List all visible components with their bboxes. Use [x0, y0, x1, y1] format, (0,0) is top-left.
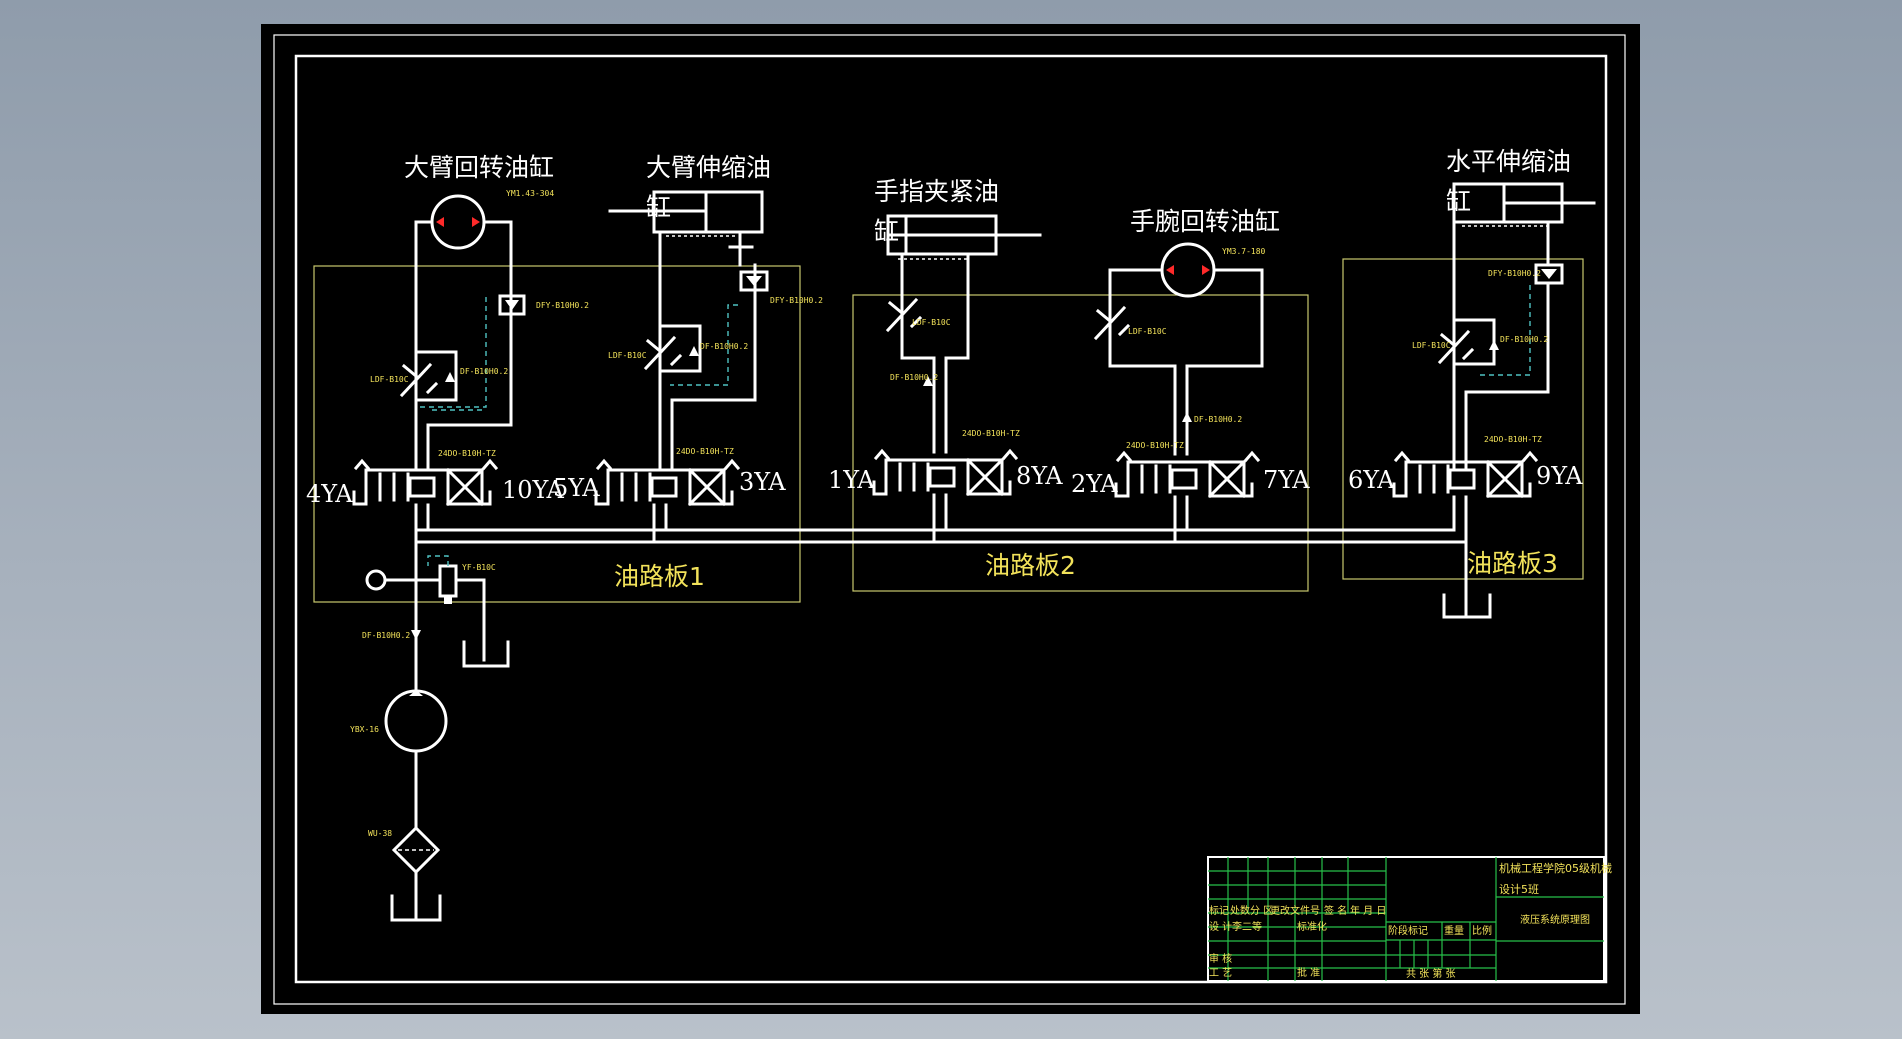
tb-standard: 标准化 — [1297, 920, 1327, 933]
oil-board-3-outline — [1342, 258, 1584, 580]
tb-designer: 李二等 — [1232, 920, 1262, 933]
unit-finger-clamp — [885, 214, 1042, 454]
oil-board-2-label: 油路板2 — [985, 551, 1076, 580]
solenoid-1ya: 1YA — [828, 466, 875, 494]
label-motor-1: YM1.43-304 — [506, 189, 554, 198]
label-df-3: DF-B10H0.2 — [1500, 335, 1548, 344]
oil-board-1-outline — [313, 265, 801, 603]
label-valve-3: 24DO-B10H-TZ — [962, 429, 1020, 438]
title-block — [1207, 856, 1605, 982]
oil-board-3-label: 油路板3 — [1467, 549, 1558, 578]
label-df-2: DF-B10H0.2 — [700, 342, 748, 351]
title-arm-extend-1: 大臂伸缩油 — [646, 153, 771, 182]
directional-valve-3 — [872, 448, 1019, 497]
tb-scale: 比例 — [1472, 924, 1492, 937]
solenoid-6ya: 6YA — [1348, 466, 1395, 494]
tb-stage-mark: 阶段标记 — [1388, 924, 1428, 937]
title-finger-clamp-1: 手指夹紧油 — [874, 177, 999, 206]
label-ldf-5: LDF-B10C — [1412, 341, 1451, 350]
inner-frame — [294, 54, 1608, 984]
label-ldf-3: LDF-B10C — [912, 318, 951, 327]
label-valve-2: 24DO-B10H-TZ — [676, 447, 734, 456]
label-valve-1: 24DO-B10H-TZ — [438, 449, 496, 458]
title-arm-rotate: 大臂回转油缸 — [404, 153, 554, 182]
title-horiz-extend-1: 水平伸缩油 — [1446, 147, 1571, 176]
tb-approve: 批 准 — [1297, 966, 1320, 979]
oil-board-2-outline — [852, 294, 1309, 592]
directional-valve-4 — [1114, 450, 1261, 499]
label-filter: WU-38 — [368, 829, 392, 838]
tb-sheets: 共 张 第 张 — [1406, 967, 1456, 980]
tb-review: 审 核 — [1209, 952, 1232, 965]
unit-wrist-rotate — [1093, 242, 1264, 456]
drawing-sheet — [261, 24, 1640, 1014]
label-motor-2: YM3.7-180 — [1222, 247, 1266, 256]
label-dfy-2: DFY-B10H0.2 — [770, 296, 823, 305]
title-wrist-rotate: 手腕回转油缸 — [1130, 207, 1280, 236]
label-df-5: DF-B10H0.2 — [1194, 415, 1242, 424]
tb-design: 设 计 — [1209, 920, 1232, 933]
label-df-1: DF-B10H0.2 — [460, 367, 508, 376]
tb-h-nianyueri: 年 月 日 — [1350, 904, 1386, 917]
directional-valve-5 — [1392, 450, 1539, 499]
pump-group — [384, 630, 448, 922]
unit-arm-rotate — [399, 194, 526, 472]
tb-process: 工 艺 — [1209, 967, 1232, 979]
title-finger-clamp-2: 缸 — [874, 217, 899, 246]
label-valve-5: 24DO-B10H-TZ — [1484, 435, 1542, 444]
solenoid-4ya: 4YA — [306, 480, 353, 508]
label-ldf-2: LDF-B10C — [608, 351, 647, 360]
solenoid-10ya: 10YA — [502, 476, 565, 504]
tb-h-fenqu: 分 区 — [1250, 905, 1273, 917]
directional-valve-2 — [594, 458, 741, 507]
solenoid-5ya: 5YA — [553, 474, 600, 502]
label-pump: YBX-16 — [350, 725, 379, 734]
label-dfy-3: DFY-B10H0.2 — [1488, 269, 1541, 278]
oil-board-1-label: 油路板1 — [614, 562, 705, 591]
tb-h-qianming: 签 名 — [1324, 904, 1347, 917]
tb-h-gaiwen: 更改文件号 — [1270, 904, 1320, 917]
directional-valve-1 — [352, 458, 499, 507]
tb-h-biaoji: 标记 — [1209, 905, 1229, 917]
solenoid-2ya: 2YA — [1071, 470, 1118, 498]
label-df-6: DF-B10H0.2 — [362, 631, 410, 640]
tb-school-line2: 设计5班 — [1499, 883, 1539, 896]
solenoid-7ya: 7YA — [1263, 466, 1310, 494]
solenoid-9ya: 9YA — [1536, 462, 1583, 490]
title-horiz-extend-2: 缸 — [1446, 187, 1471, 216]
unit-arm-extend — [608, 190, 769, 472]
label-relief-valve: YF-B10C — [462, 563, 496, 572]
tb-weight: 重量 — [1444, 924, 1464, 937]
tank-right — [1442, 593, 1492, 619]
label-valve-4: 24DO-B10H-TZ — [1126, 441, 1184, 450]
tb-school-line1: 机械工程学院05级机械 — [1499, 861, 1612, 875]
label-ldf-4: LDF-B10C — [1128, 327, 1167, 336]
title-arm-extend-2: 缸 — [646, 193, 671, 222]
solenoid-3ya: 3YA — [739, 468, 786, 496]
solenoid-8ya: 8YA — [1016, 462, 1063, 490]
tb-drawing-name: 液压系统原理图 — [1520, 913, 1590, 926]
outer-frame — [273, 34, 1626, 1005]
tb-h-chushu: 处数 — [1230, 904, 1250, 917]
label-ldf-1: LDF-B10C — [370, 375, 409, 384]
label-dfy-1: DFY-B10H0.2 — [536, 301, 589, 310]
unit-horizontal-extend — [1437, 182, 1596, 472]
relief-valve-group — [365, 555, 510, 668]
main-lines — [414, 493, 1468, 692]
label-df-4: DF-B10H0.2 — [890, 373, 938, 382]
